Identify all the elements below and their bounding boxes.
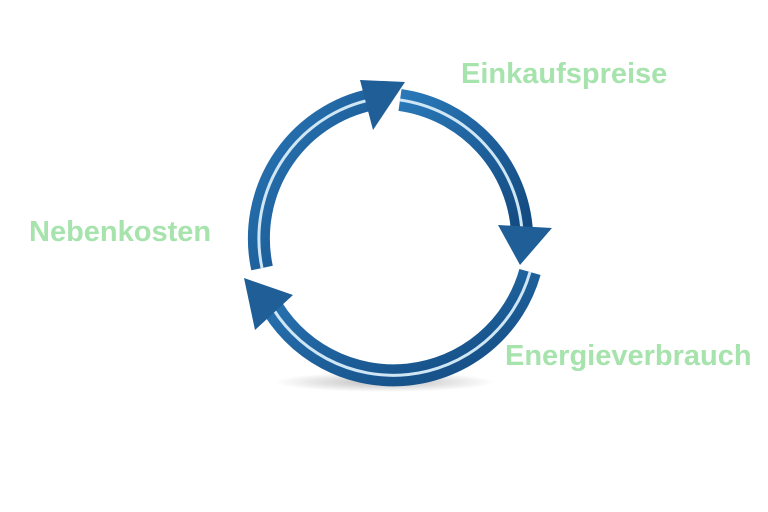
label-energieverbrauch: Energieverbrauch (505, 340, 752, 372)
label-einkaufspreise: Einkaufspreise (461, 58, 668, 90)
arrow-top-left (247, 80, 405, 271)
arrow-right (398, 89, 552, 265)
arrow-bottom (244, 268, 541, 387)
label-nebenkosten: Nebenkosten (29, 216, 212, 248)
